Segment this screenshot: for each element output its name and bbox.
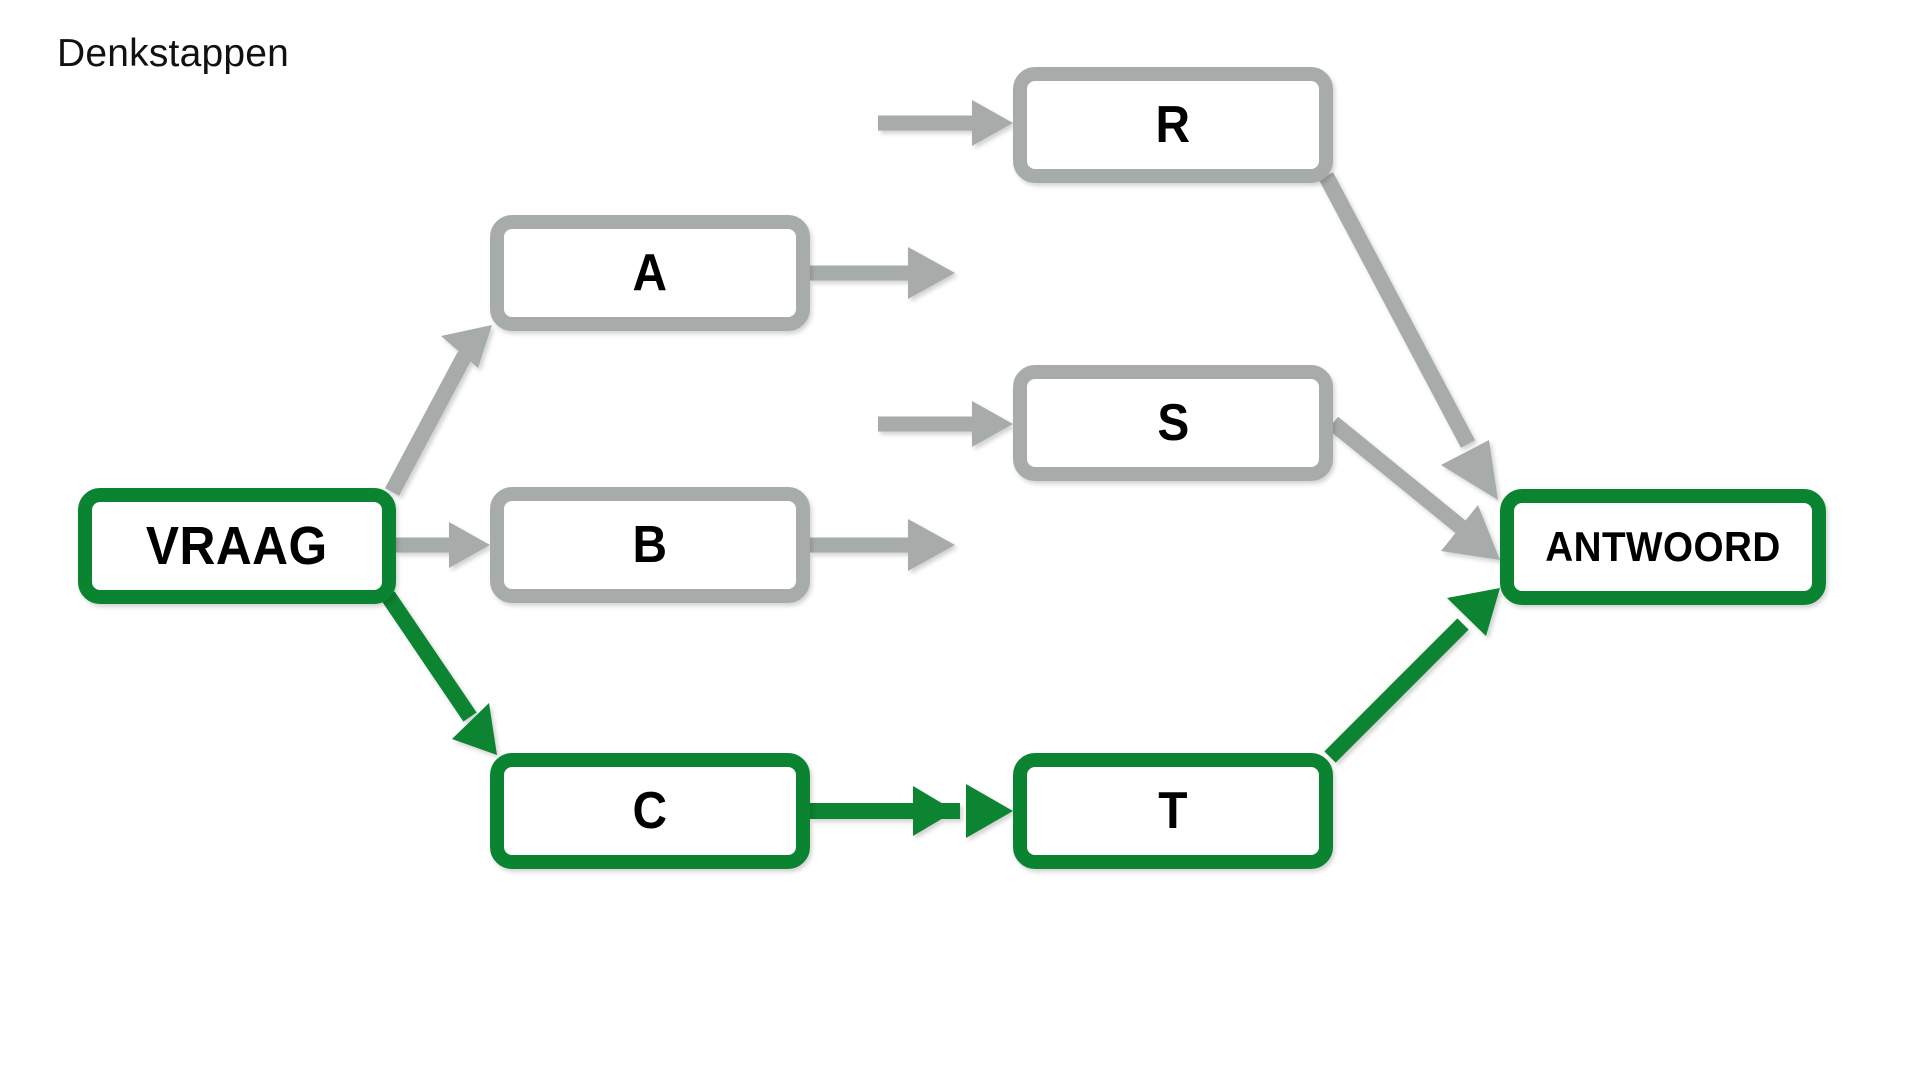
edge-c-to-t xyxy=(810,784,1013,838)
edge-vraag-to-c xyxy=(381,591,497,755)
node-t[interactable]: T xyxy=(1013,753,1333,869)
edge-stub-into-r xyxy=(878,100,1013,146)
node-b-label: B xyxy=(632,516,668,574)
edge-r-to-antwoord xyxy=(1318,172,1498,500)
node-r-label: R xyxy=(1155,96,1191,154)
node-s-label: S xyxy=(1157,394,1189,452)
node-a[interactable]: A xyxy=(490,215,810,331)
node-antwoord[interactable]: ANTWOORD xyxy=(1500,489,1826,605)
node-vraag-label: VRAAG xyxy=(146,516,328,576)
page-title: Denkstappen xyxy=(57,32,290,75)
node-vraag[interactable]: VRAAG xyxy=(78,488,396,604)
node-c-label: C xyxy=(632,782,668,840)
edge-vraag-to-a xyxy=(384,325,492,496)
edge-a-out-stub xyxy=(810,247,955,299)
edge-b-out-stub xyxy=(810,519,955,571)
edge-vraag-to-b xyxy=(396,522,490,568)
node-b[interactable]: B xyxy=(490,487,810,603)
edge-s-to-antwoord xyxy=(1327,416,1500,560)
node-a-label: A xyxy=(632,244,668,302)
node-antwoord-label: ANTWOORD xyxy=(1545,523,1781,570)
edge-stub-into-s xyxy=(878,401,1013,447)
node-r[interactable]: R xyxy=(1013,67,1333,183)
node-t-label: T xyxy=(1158,782,1188,840)
edge-t-to-antwoord xyxy=(1324,588,1500,763)
node-s[interactable]: S xyxy=(1013,365,1333,481)
node-c[interactable]: C xyxy=(490,753,810,869)
